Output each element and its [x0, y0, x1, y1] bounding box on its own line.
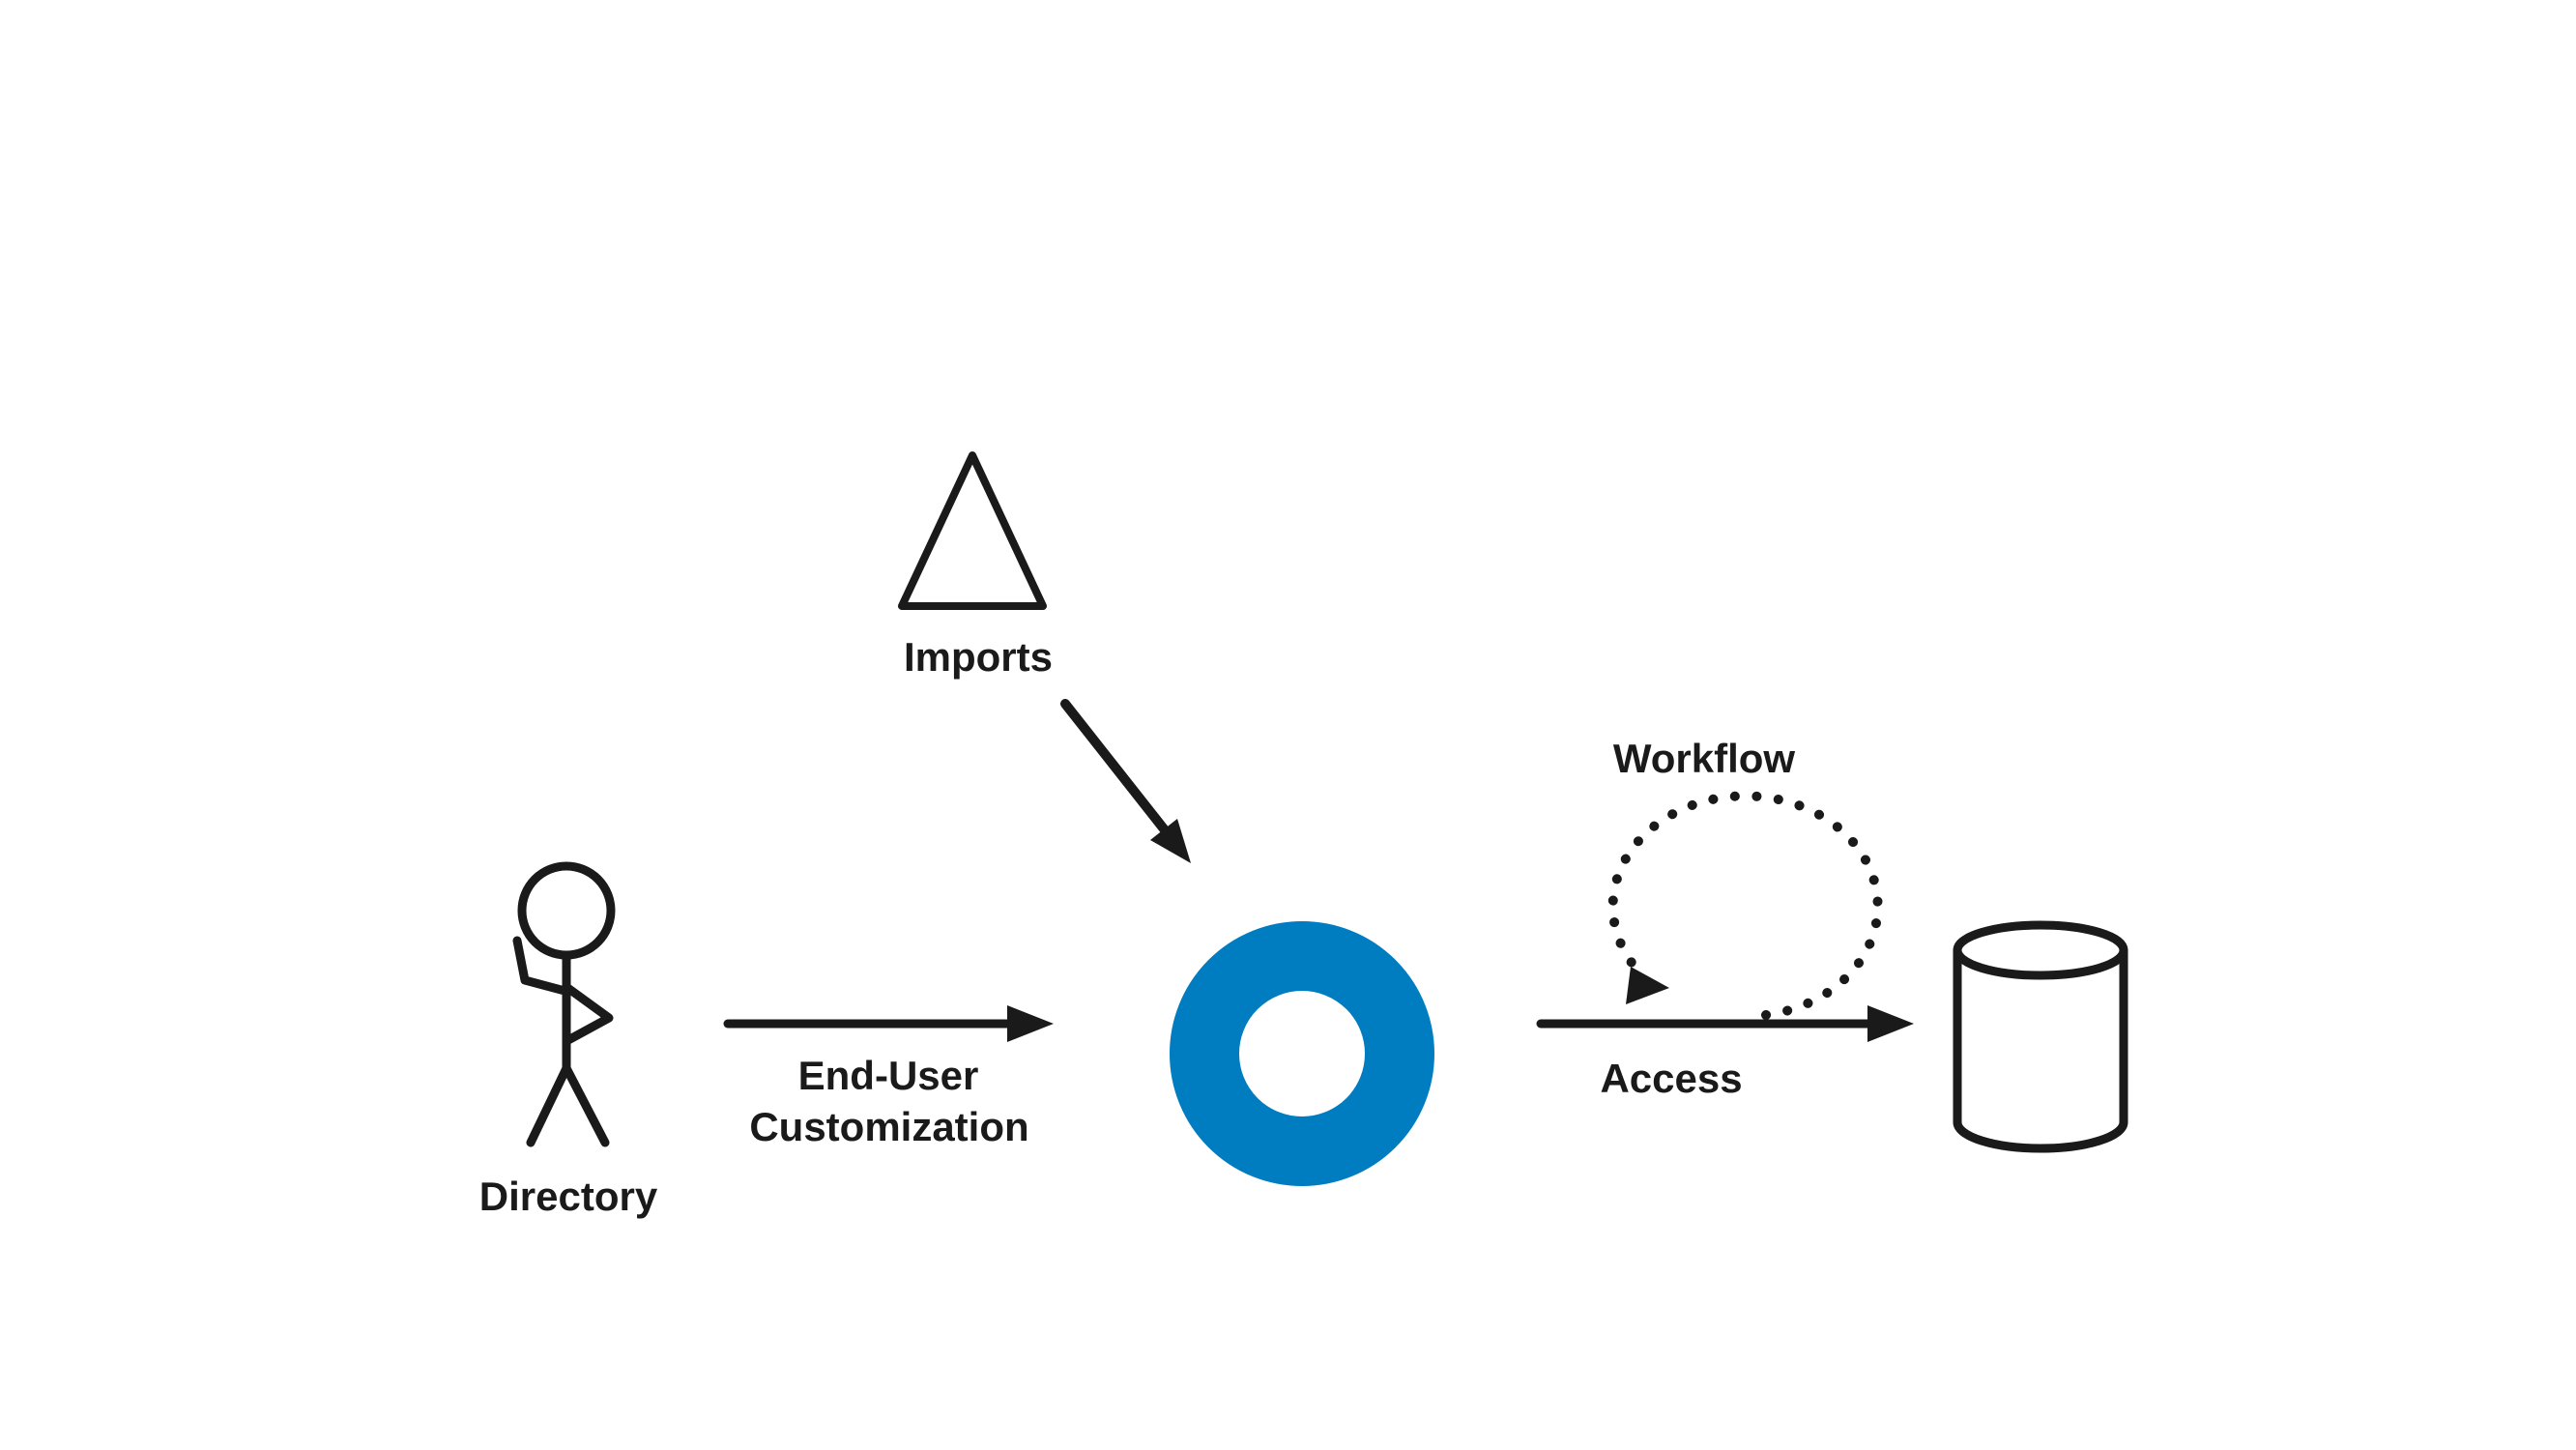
- ink-shapes: [512, 451, 2128, 1186]
- person-head: [517, 861, 616, 960]
- imports-arrow-line: [1060, 699, 1171, 836]
- workflow-loop-arrowhead: [1626, 967, 1669, 1004]
- blue-ring-donut-icon: [1170, 921, 1434, 1186]
- customization-arrowhead: [1007, 1005, 1054, 1042]
- customization-label-line1: End-User: [798, 1053, 979, 1098]
- person-akimbo-arm: [562, 982, 614, 1046]
- person-legs: [526, 1063, 610, 1147]
- stick-figure-person-icon: [512, 861, 616, 1147]
- triangle-icon: [898, 451, 1047, 610]
- ink-fills-and-labels: Directory Imports End-User Customization…: [479, 634, 1914, 1219]
- cylinder-body: [1953, 945, 2128, 1153]
- access-label: Access: [1600, 1056, 1742, 1101]
- workflow-label: Workflow: [1613, 736, 1796, 781]
- person-raised-arm: [512, 936, 573, 997]
- access-arrowhead: [1867, 1005, 1914, 1042]
- imports-label: Imports: [904, 634, 1053, 680]
- directory-label: Directory: [479, 1174, 658, 1219]
- imports-arrowhead: [1150, 819, 1191, 863]
- cylinder-top: [1953, 920, 2128, 980]
- customization-label-line2: Customization: [749, 1104, 1028, 1149]
- database-cylinder-icon: [1953, 920, 2128, 1153]
